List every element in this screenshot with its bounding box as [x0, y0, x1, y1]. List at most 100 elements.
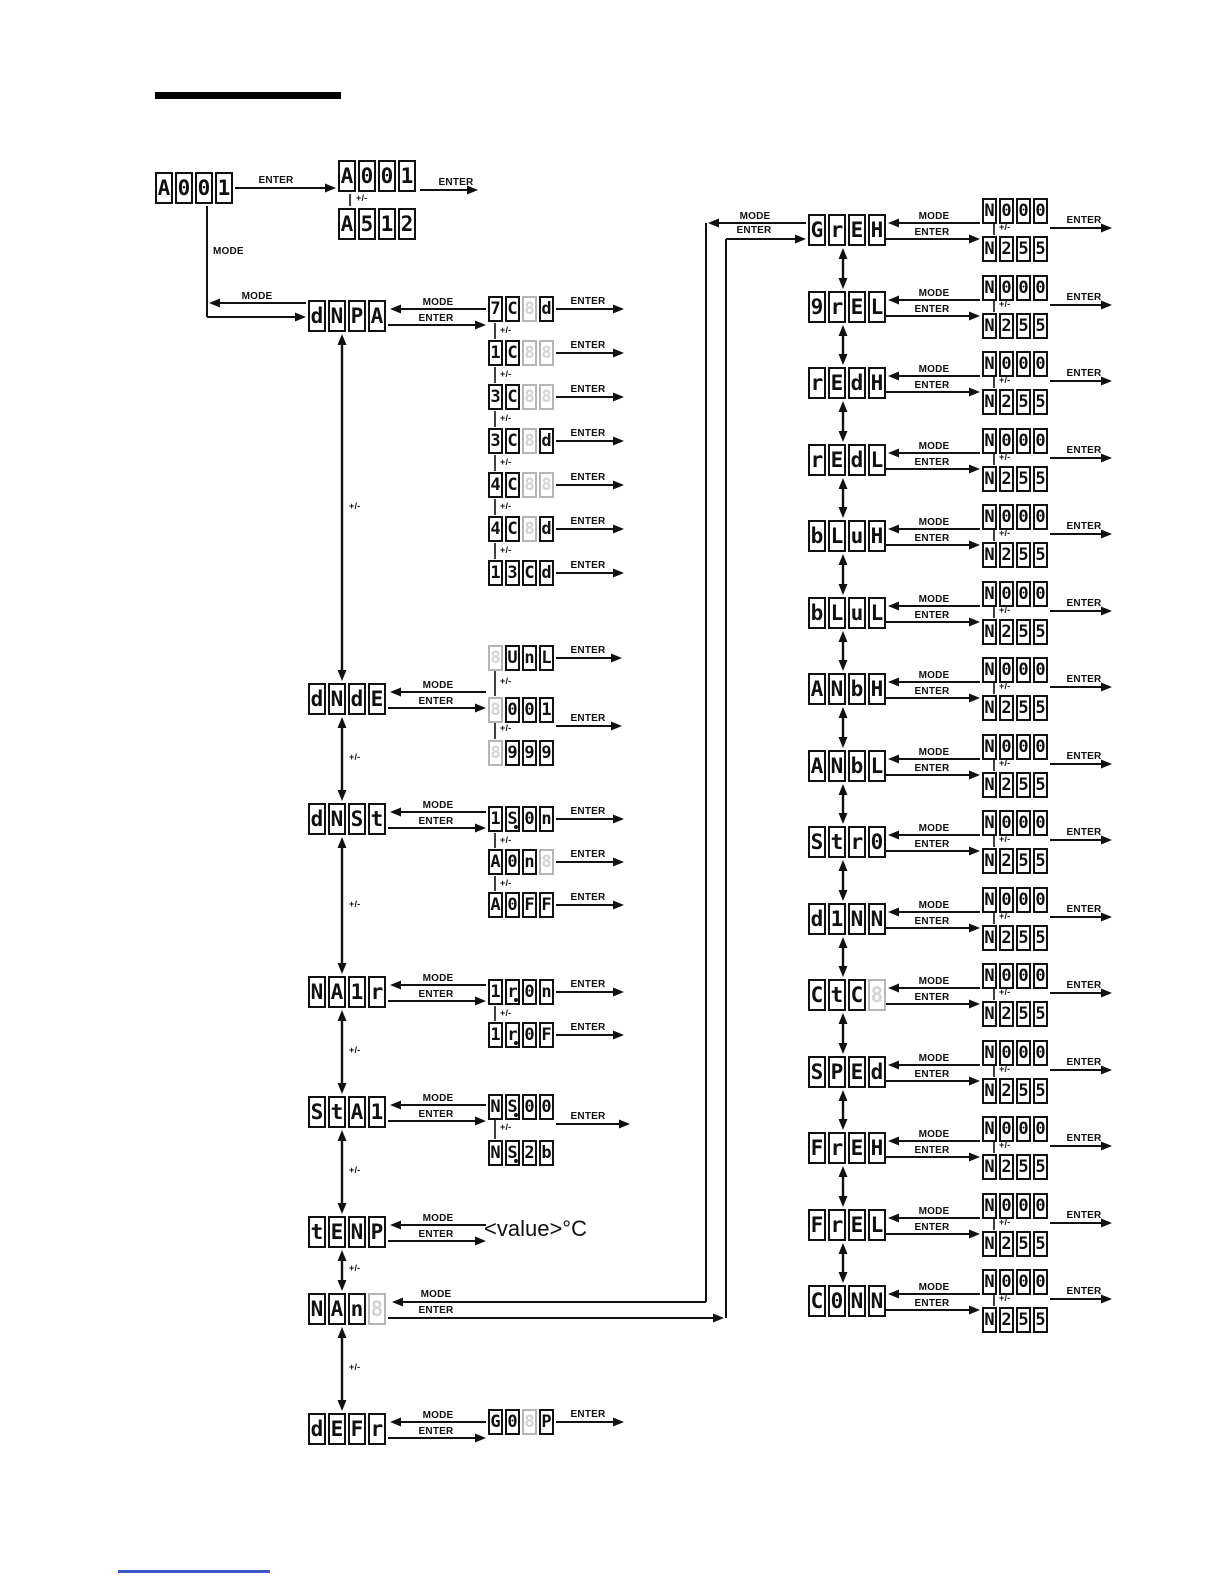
seg-digit: 0 — [1033, 1269, 1048, 1295]
arrow-head — [838, 584, 848, 595]
seg-digit: A — [488, 892, 503, 918]
seg-digit: 0 — [999, 734, 1014, 760]
arrow-head — [888, 295, 899, 305]
mode-label: MODE — [422, 973, 454, 984]
seg-digit: 0 — [1016, 1193, 1031, 1219]
arrow-head — [390, 1417, 401, 1427]
seg-digit: t — [368, 803, 386, 835]
arrow-head — [390, 1220, 401, 1230]
seg-digit: d — [539, 516, 554, 542]
seg-digit: 9 — [522, 740, 537, 766]
enter-label: ENTER — [1066, 445, 1102, 456]
enter-label: ENTER — [1066, 1057, 1102, 1068]
seg-digit: 1 — [488, 340, 503, 366]
arrow-head — [888, 1289, 899, 1299]
seg-digit: N — [982, 772, 997, 798]
seg-digit: L — [828, 520, 846, 552]
seg-digit: d — [308, 683, 326, 715]
seg-digit: b — [848, 750, 866, 782]
seg-digit: E — [828, 367, 846, 399]
title-rule — [155, 92, 341, 99]
seg-digit: S — [505, 1140, 520, 1166]
arrow-head — [475, 320, 486, 330]
arrow-head — [969, 923, 980, 933]
arrow-head — [708, 218, 719, 228]
seg-digit: A — [155, 172, 173, 204]
seg-digit: b — [808, 597, 826, 629]
seg-digit: r — [848, 826, 866, 858]
seg-digit: 9 — [505, 740, 520, 766]
arrow-head — [838, 507, 848, 518]
enter-label: ENTER — [1066, 598, 1102, 609]
mode-label: MODE — [918, 441, 950, 452]
seg-digit: 5 — [1033, 313, 1048, 339]
seg-digit: N — [868, 1285, 886, 1317]
seg-digit: 0 — [999, 275, 1014, 301]
arrow-head — [337, 334, 347, 345]
seg-digit: 2 — [999, 1078, 1014, 1104]
seg-digit: 0 — [1016, 1269, 1031, 1295]
seg-digit: N — [982, 389, 997, 415]
plus-minus-label: +/- — [349, 1165, 361, 1175]
seg-digit: 1 — [398, 160, 416, 192]
seg-digit: 0 — [195, 172, 213, 204]
seg-digit: C — [505, 516, 520, 542]
arrow-head — [337, 963, 347, 974]
seg-digit: 2 — [999, 236, 1014, 262]
arrow-head — [838, 660, 848, 671]
arrow-head — [611, 721, 622, 731]
seg-digit: 0 — [828, 1285, 846, 1317]
seg-digit: 0 — [999, 1193, 1014, 1219]
enter-label: ENTER — [1066, 215, 1102, 226]
arrow-head — [838, 890, 848, 901]
arrow-head — [838, 1196, 848, 1207]
arrow-head — [337, 1250, 347, 1261]
plus-minus-label: +/- — [500, 723, 512, 733]
seg-digit: N — [982, 313, 997, 339]
arrow-head — [613, 348, 624, 358]
seg-digit: N — [982, 542, 997, 568]
seg-digit: C — [808, 1285, 826, 1317]
seg-digit: r — [828, 214, 846, 246]
seg-digit: 0 — [522, 1022, 537, 1048]
seg-digit: 4 — [488, 472, 503, 498]
plus-minus-label: +/- — [349, 1045, 361, 1055]
arrow-head — [838, 554, 848, 565]
seg-digit: F — [539, 1022, 554, 1048]
seg-digit: G — [808, 214, 826, 246]
arrow-head — [838, 1166, 848, 1177]
arrow-head — [888, 1213, 899, 1223]
seg-digit: E — [368, 683, 386, 715]
arrow-head — [838, 737, 848, 748]
mode-label: MODE — [918, 364, 950, 375]
temperature-value: <value>°C — [484, 1216, 587, 1241]
arrow-head — [888, 1136, 899, 1146]
seg-digit: 5 — [1016, 619, 1031, 645]
seg-digit: 0 — [1033, 1116, 1048, 1142]
seg-digit: S — [808, 826, 826, 858]
enter-label: ENTER — [418, 1109, 454, 1120]
seg-digit: G — [488, 1409, 503, 1435]
arrow-head — [969, 1305, 980, 1315]
seg-digit: N — [982, 963, 997, 989]
seg-digit: 9 — [808, 291, 826, 323]
plus-minus-label: +/- — [500, 413, 512, 423]
seg-digit: n — [348, 1293, 366, 1325]
seg-digit: N — [982, 275, 997, 301]
seg-digit: 8 — [522, 340, 537, 366]
seg-digit: n — [522, 849, 537, 875]
seg-digit: N — [328, 300, 346, 332]
seg-digit: 0 — [1033, 810, 1048, 836]
arrow-head — [713, 1313, 724, 1323]
arrow-head — [209, 298, 220, 308]
